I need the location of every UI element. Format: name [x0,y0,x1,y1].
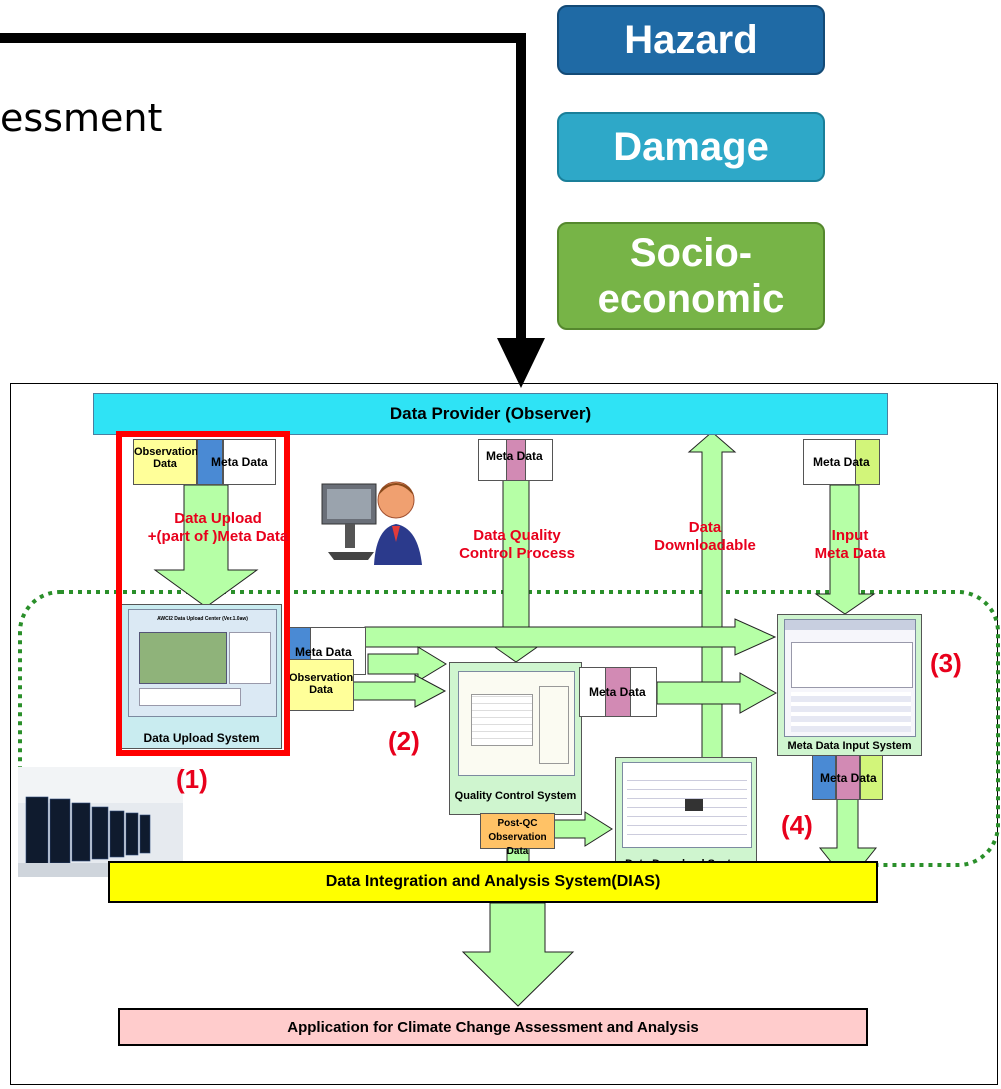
application-label: Application for Climate Change Assessmen… [287,1018,699,1036]
label-number-1: (1) [176,764,208,794]
upload-output-observation-block: Observation Data [288,659,354,711]
meta-data-input-system: Meta Data Input System [777,614,922,756]
label-number-2: (2) [388,726,420,756]
arrow-postqc-to-download [553,811,613,847]
quality-control-system: Quality Control System [449,662,582,815]
supercomputer-photo [18,767,183,877]
meta-output-hazard-marker [812,755,836,800]
arrow-qc-meta-to-meta-system [656,672,778,714]
dias-bar: Data Integration and Analysis System(DIA… [108,861,878,903]
connector-line [0,33,526,340]
data-provider-bar: Data Provider (Observer) [93,393,888,435]
upload-output-meta-label: Meta Data [295,645,352,659]
hazard-marker [197,439,223,485]
upload-map [139,632,227,684]
legend-socio-economic: Socio- economic [557,222,825,330]
connector-arrowhead [497,338,545,388]
upload-screen-title: AWCI2 Data Upload Center (Ver.1.0aw) [157,616,248,622]
qc-meta-block: Meta Data [478,439,553,481]
upload-screen: AWCI2 Data Upload Center (Ver.1.0aw) [128,609,277,717]
process-input-meta-label: Input Meta Data [814,527,886,562]
quality-system-caption: Quality Control System [454,790,577,802]
quality-table [471,694,533,746]
arrow-upload [153,484,259,608]
process-quality-label: Data Quality Control Process [459,527,575,562]
quality-side-panel [539,686,569,764]
download-thumbnail [685,799,703,811]
upload-system-caption: Data Upload System [143,731,260,745]
qc-output-meta-label: Meta Data [589,685,646,699]
observer-person-icon [321,481,422,565]
data-download-system: Data Download System [615,757,757,873]
meta-input-rows [791,692,911,732]
input-meta-block: Meta Data [803,439,880,485]
legend-damage: Damage [557,112,825,182]
quality-screen [458,671,575,776]
meta-input-system-caption: Meta Data Input System [787,740,912,752]
meta-input-panel [791,642,913,688]
upload-form [229,632,271,684]
damage-marker [506,439,526,481]
qc-output-damage-marker [605,667,631,717]
observation-data-cell: Observation Data [133,439,199,485]
download-screen [622,762,752,848]
application-bar: Application for Climate Change Assessmen… [118,1008,868,1046]
label-number-3: (3) [930,648,962,678]
meta-data-label: Meta Data [211,455,268,469]
qc-output-meta-block: Meta Data [579,667,657,717]
slide-title-fragment: essment [0,96,163,140]
upload-output-observation-label: Observation Data [289,672,354,696]
arrow-obs-to-qc [352,674,447,708]
meta-output-block: Meta Data [812,755,883,800]
legend-hazard-label: Hazard [624,17,758,62]
upload-fields [139,688,241,706]
meta-output-socio-marker [860,755,883,800]
arrow-input-meta [814,484,876,615]
label-number-4: (4) [781,810,813,840]
meta-data-cell [223,439,276,485]
dias-label: Data Integration and Analysis System(DIA… [325,873,661,890]
arrow-meta-to-meta-system [364,618,777,656]
legend-socio-economic-label: Socio- economic [597,231,785,321]
post-qc-block: Post-QC Observation Data [480,813,555,857]
legend-hazard: Hazard [557,5,825,75]
data-upload-system: AWCI2 Data Upload Center (Ver.1.0aw) Dat… [121,604,282,749]
observation-data-label: Observation Data [134,446,199,470]
data-provider-label: Data Provider (Observer) [389,404,592,423]
arrow-downloadable [687,431,737,808]
meta-output-label: Meta Data [820,771,877,785]
meta-input-screen [784,619,916,737]
arrow-meta-to-qc [367,646,447,682]
arrow-dias-to-application [461,902,575,1007]
meta-input-toolbar [785,620,915,630]
upload-data-block: Observation Data Meta Data [133,439,276,485]
socio-economic-marker [855,439,880,485]
input-meta-label: Meta Data [813,455,870,469]
process-downloadable-label: Data Downloadable [654,519,756,554]
meta-output-damage-marker [836,755,860,800]
upload-system-highlight [116,431,290,756]
qc-meta-label: Meta Data [486,449,543,463]
process-upload-label: Data Upload +(part of )Meta Data [147,510,289,545]
post-qc-label: Post-QC Observation Data [488,818,547,857]
legend-damage-label: Damage [613,124,769,169]
